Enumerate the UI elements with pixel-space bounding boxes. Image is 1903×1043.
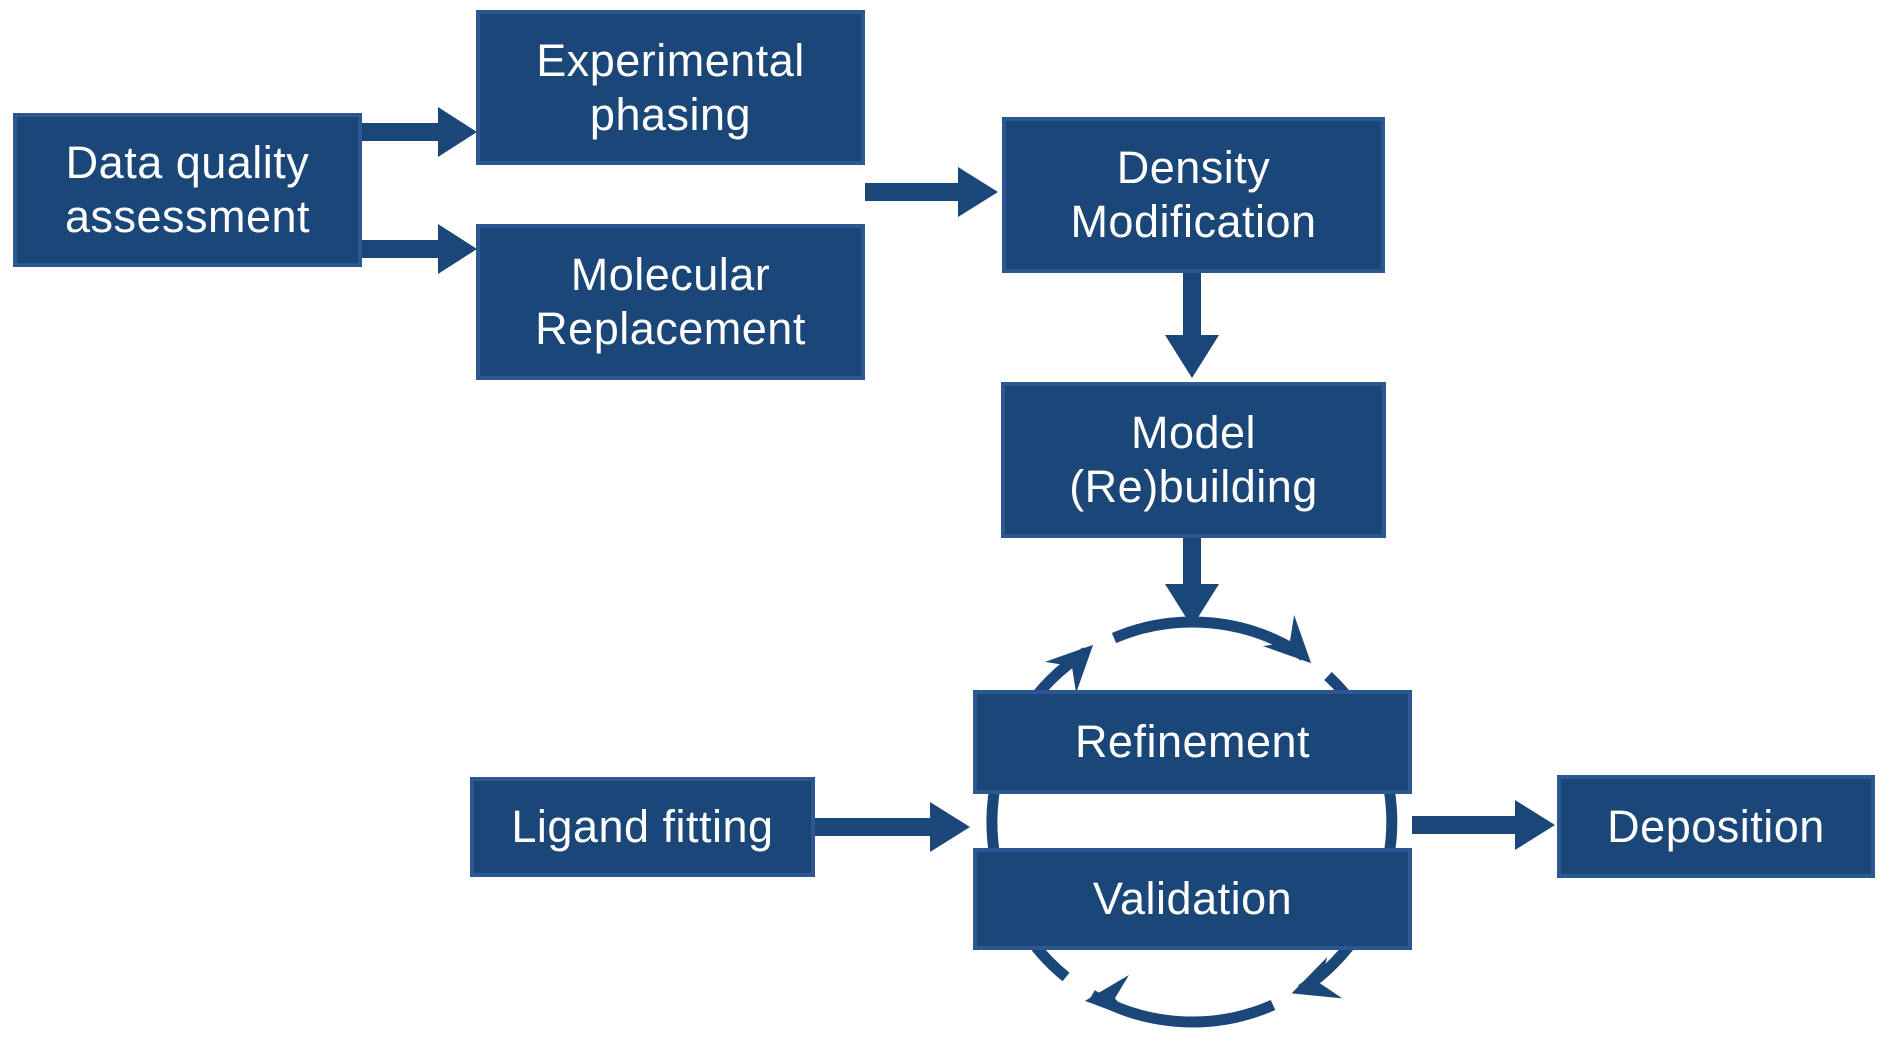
node-label: Data quality xyxy=(65,137,310,188)
node-label: Molecular xyxy=(570,249,771,300)
node-label: Refinement xyxy=(1074,716,1311,767)
cycle-arrowhead-top-right xyxy=(1262,614,1312,664)
node-refinement: Refinement xyxy=(973,690,1412,794)
node-label: Model xyxy=(1130,407,1257,458)
node-label: Replacement xyxy=(535,303,806,354)
arrow-density-modification-to-model-rebuilding xyxy=(1165,273,1219,378)
node-label: (Re)building xyxy=(1069,461,1318,512)
node-density-modification: Density Modification xyxy=(1002,117,1385,273)
node-label: Validation xyxy=(1092,873,1293,924)
node-model-rebuilding: Model (Re)building xyxy=(1001,382,1386,538)
node-data-quality-assessment: Data quality assessment xyxy=(13,113,362,267)
node-molecular-replacement: Molecular Replacement xyxy=(476,224,865,380)
node-label: Modification xyxy=(1070,196,1317,247)
node-label: assessment xyxy=(64,191,311,242)
node-validation: Validation xyxy=(973,848,1412,950)
node-label: Density xyxy=(1116,142,1271,193)
node-ligand-fitting: Ligand fitting xyxy=(470,777,815,877)
node-deposition: Deposition xyxy=(1557,775,1875,878)
arrow-cycle-to-deposition xyxy=(1412,800,1555,850)
node-experimental-phasing: Experimental phasing xyxy=(476,10,865,165)
cycle-arrowhead-bottom-left xyxy=(1085,974,1133,1019)
arrow-data-quality-to-molecular-replacement xyxy=(362,224,477,274)
arrow-model-rebuilding-to-cycle xyxy=(1165,538,1219,627)
node-label: Deposition xyxy=(1607,800,1825,852)
cycle-arc-top xyxy=(1111,616,1308,661)
arrow-phasing-to-density-modification xyxy=(865,167,998,217)
node-label: Experimental xyxy=(536,34,805,86)
arrow-ligand-fitting-to-cycle xyxy=(815,802,970,852)
node-label: phasing xyxy=(589,88,752,140)
cycle-arrowhead-top-left xyxy=(1044,644,1094,694)
cycle-arrowhead-bottom-right xyxy=(1291,957,1343,999)
arrow-data-quality-to-experimental-phasing xyxy=(362,107,477,157)
node-label: Ligand fitting xyxy=(511,801,774,852)
